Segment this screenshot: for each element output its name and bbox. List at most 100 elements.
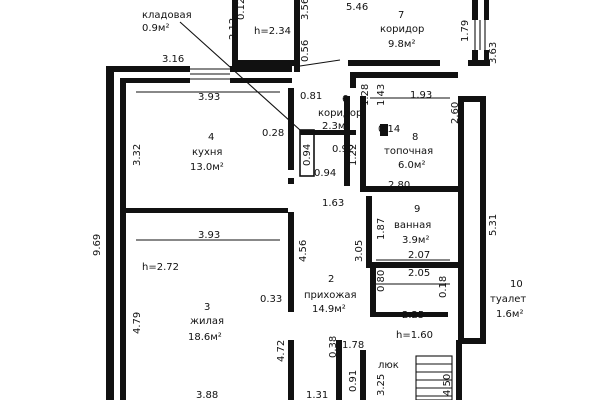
hall-name: прихожая bbox=[304, 290, 357, 301]
dimension: 3.25 bbox=[376, 374, 387, 396]
dimension: 0.92 bbox=[332, 144, 354, 155]
dimension: 3.93 bbox=[198, 230, 220, 241]
right-wall bbox=[458, 100, 464, 340]
upper-left-wall bbox=[232, 0, 238, 66]
toilet-area: 1.6м² bbox=[496, 309, 523, 320]
dimension: 3.63 bbox=[488, 42, 499, 64]
dimension: 4.72 bbox=[276, 340, 287, 362]
corridor6-bottom-wall bbox=[300, 130, 356, 135]
upper-mid-wall bbox=[294, 0, 300, 72]
dimension: 3.16 bbox=[162, 54, 184, 65]
dimension: 2.05 bbox=[408, 268, 430, 279]
dimension: 3.88 bbox=[196, 390, 218, 400]
corridor6-number: 6 bbox=[342, 94, 348, 105]
pantry-area: 0.9м² bbox=[142, 23, 169, 34]
lower-partition-3 bbox=[360, 350, 366, 400]
dimension: 0.12 bbox=[236, 0, 247, 20]
dimension: 1.43 bbox=[376, 84, 387, 106]
dimension: 1.31 bbox=[306, 390, 328, 400]
corridor7-name: коридор bbox=[380, 24, 424, 35]
dimension: 4.50 bbox=[442, 374, 453, 396]
dimension: 0.91 bbox=[348, 370, 359, 392]
kitchen-name: кухня bbox=[192, 147, 222, 158]
lower-partition-2 bbox=[336, 340, 342, 400]
boiler-left-wall bbox=[344, 96, 350, 186]
dimension: 1.28 bbox=[360, 84, 371, 106]
dimension: 4.79 bbox=[132, 312, 143, 334]
hatch-label: люк bbox=[378, 360, 399, 371]
kitchen-area: 13.0м² bbox=[190, 162, 224, 173]
right-wall-bottom bbox=[458, 338, 486, 344]
pantry-name: кладовая bbox=[142, 10, 192, 21]
left-inner-wall-face bbox=[120, 78, 126, 400]
dimension: 3.93 bbox=[198, 92, 220, 103]
dimension: 1.79 bbox=[460, 20, 471, 42]
toilet-name: туалет bbox=[490, 294, 526, 305]
dimension: 0.14 bbox=[378, 124, 400, 135]
top-room-area: 5.46 bbox=[346, 2, 368, 13]
dimension: 4.56 bbox=[298, 240, 309, 262]
chimney bbox=[380, 124, 388, 136]
lower-partition bbox=[288, 340, 294, 400]
living-number: 3 bbox=[204, 302, 210, 313]
toilet-bottom-wall bbox=[370, 312, 448, 317]
dimension: 2.80 bbox=[388, 180, 410, 191]
dimension: 9.69 bbox=[92, 234, 103, 256]
dimension: 2.12 bbox=[228, 18, 239, 40]
boiler-bottom-wall bbox=[360, 186, 458, 192]
right-wall-top bbox=[458, 96, 486, 102]
lower-right-wall bbox=[456, 340, 462, 400]
dimension: 1.22 bbox=[348, 144, 359, 166]
central-partition-lower bbox=[288, 212, 294, 312]
opening bbox=[300, 58, 348, 68]
hall-area: 14.9м² bbox=[312, 304, 346, 315]
living-area: 18.6м² bbox=[188, 332, 222, 343]
staircase bbox=[415, 355, 453, 400]
boiler-area: 6.0м² bbox=[398, 160, 425, 171]
dimension: 0.80 bbox=[376, 270, 387, 292]
dimension: 3.05 bbox=[354, 240, 365, 262]
dimension: 0.38 bbox=[328, 336, 339, 358]
living-name: жилая bbox=[190, 316, 224, 327]
bath-area: 3.9м² bbox=[402, 235, 429, 246]
central-partition-upper bbox=[288, 88, 294, 170]
corridor6-name: коридор bbox=[318, 108, 362, 119]
corridor6-area: 2.3м² bbox=[322, 121, 349, 132]
dimension: 0.94 bbox=[314, 168, 336, 179]
corridor6-top-wall bbox=[350, 72, 458, 78]
leader-line bbox=[299, 59, 341, 67]
dimension: 0.56 bbox=[300, 40, 311, 62]
pantry-leader-line bbox=[179, 21, 301, 131]
dimension: 0.33 bbox=[260, 294, 282, 305]
corridor7-area: 9.8м² bbox=[388, 39, 415, 50]
right-exterior-wall bbox=[480, 100, 486, 340]
dimension: 0.18 bbox=[438, 276, 449, 298]
boiler-name: топочная bbox=[384, 146, 433, 157]
corridor6-stub bbox=[350, 72, 356, 88]
boiler-number: 8 bbox=[412, 132, 418, 143]
dimension: 2.25 bbox=[402, 310, 424, 321]
bath-bottom-wall bbox=[366, 262, 458, 268]
dimension: 0.28 bbox=[262, 128, 284, 139]
kitchen-number: 4 bbox=[208, 132, 214, 143]
height-label: h=2.72 bbox=[142, 262, 179, 273]
height-label: h=2.34 bbox=[254, 26, 291, 37]
kitchen-living-wall bbox=[126, 208, 288, 213]
dimension: 0.81 bbox=[300, 91, 322, 102]
toilet-number: 10 bbox=[510, 279, 523, 290]
bath-left-wall bbox=[366, 196, 372, 268]
dimension: 0.94 bbox=[302, 144, 313, 166]
dimension: 5.31 bbox=[488, 214, 499, 236]
corridor7-number: 7 bbox=[398, 10, 404, 21]
left-exterior-wall bbox=[106, 66, 114, 400]
dimension: 3.56 bbox=[300, 0, 311, 20]
upper-bottom-wall bbox=[232, 60, 490, 66]
toilet-left-wall bbox=[370, 268, 376, 314]
opening bbox=[440, 58, 468, 68]
dimension: 1.87 bbox=[376, 218, 387, 240]
dimension: 1.63 bbox=[322, 198, 344, 209]
central-partition-stub bbox=[288, 178, 294, 184]
dimension: 1.93 bbox=[410, 90, 432, 101]
